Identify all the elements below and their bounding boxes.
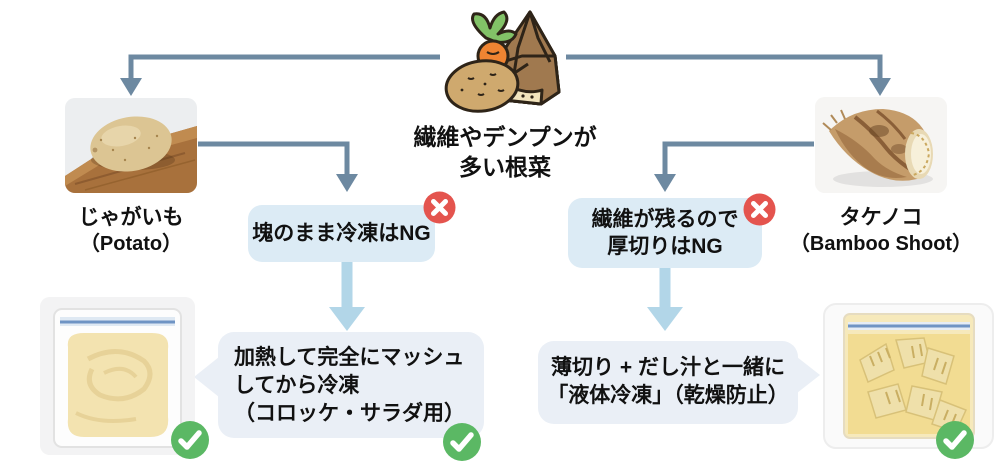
potato-photo xyxy=(65,98,197,193)
bamboo-shoot-photo xyxy=(815,97,947,193)
green-check-icon xyxy=(936,421,974,459)
category-label: 繊維やデンプンが 多い根菜 xyxy=(355,122,655,182)
category-line1: 繊維やデンプンが xyxy=(413,124,597,150)
category-line2: 多い根菜 xyxy=(459,154,551,180)
bamboo-label-ja: タケノコ xyxy=(839,206,923,229)
bamboo-ng-line2: 厚切りはNG xyxy=(607,235,723,258)
potato-ok-bubble: 加熱して完全にマッシュ してから冷凍 （コロッケ・サラダ用） xyxy=(194,332,484,438)
bamboo-ng-line1: 繊維が残るので xyxy=(591,208,739,231)
bubble-tail-right xyxy=(797,357,820,393)
potato-label-en: （Potato） xyxy=(79,233,183,255)
root-vegetables-illustration xyxy=(444,10,561,113)
mashed-potato-bag-photo xyxy=(40,297,195,455)
flow-arrows xyxy=(329,261,683,331)
green-check-icon xyxy=(171,421,209,459)
potato-ok-line1: 加熱して完全にマッシュ xyxy=(234,346,465,369)
bamboo-ng-box: 繊維が残るので 厚切りはNG xyxy=(568,198,762,268)
red-cross-icon xyxy=(423,191,456,224)
bamboo-ok-bubble: 薄切り + だし汁と一緒に 「液体冷凍」（乾燥防止） xyxy=(538,341,820,424)
potato-label: じゃがいも （Potato） xyxy=(31,205,231,257)
potato-ok-line2: してから冷凍 xyxy=(234,374,360,397)
bubble-tail-left xyxy=(194,357,219,397)
branch-connectors xyxy=(128,54,883,176)
potato-ok-line3: （コロッケ・サラダ用） xyxy=(234,402,465,425)
potato-label-ja: じゃがいも xyxy=(78,206,184,229)
bamboo-ok-line1: 薄切り + だし汁と一緒に xyxy=(551,356,785,379)
bamboo-ok-line2: 「液体冷凍」（乾燥防止） xyxy=(547,384,789,407)
potato-ng-box: 塊のまま冷凍はNG xyxy=(248,205,435,262)
green-check-icon xyxy=(443,423,481,461)
red-cross-icon xyxy=(743,193,776,226)
bamboo-label: タケノコ （Bamboo Shoot） xyxy=(771,205,991,257)
potato-ng-text: 塊のまま冷凍はNG xyxy=(252,222,431,245)
branch-arrowheads xyxy=(120,78,891,192)
bamboo-label-en: （Bamboo Shoot） xyxy=(789,233,973,255)
